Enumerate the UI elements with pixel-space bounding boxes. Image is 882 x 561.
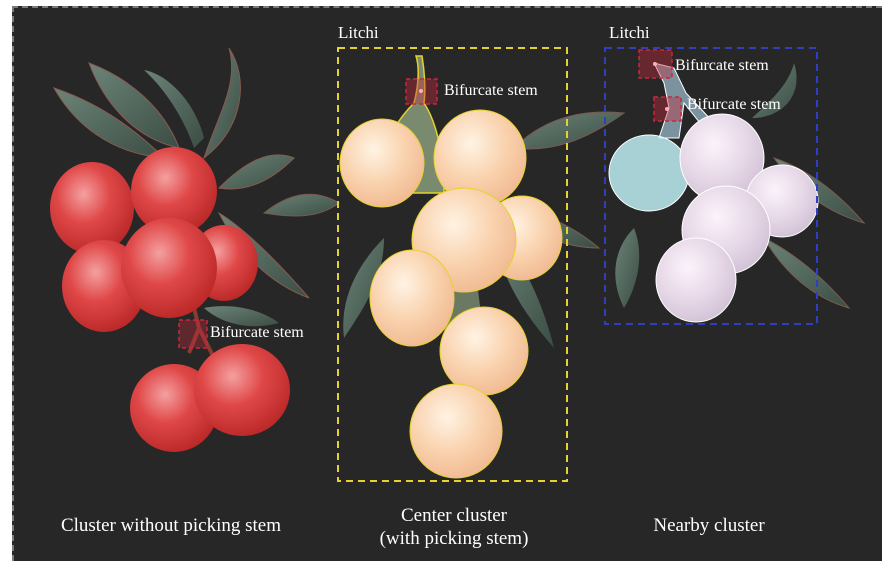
left-bifurcate-stem-label: Bifurcate stem [210,324,304,342]
center-litchi-title: Litchi [338,23,379,43]
center-caption-line-1: Center cluster [354,504,554,527]
litchi-fruit [50,162,134,254]
right-bifurcate-stem-label-1: Bifurcate stem [675,57,769,75]
bifurcate-stem-marker [179,320,207,348]
leaf [264,194,339,216]
right-bifurcate-stem-label-2: Bifurcate stem [687,96,781,114]
nearby-cluster [605,48,864,324]
leaf [514,112,624,149]
leaf [764,238,849,308]
leaf [204,48,240,158]
litchi-fruit [440,307,528,395]
litchi-fruit [656,238,736,322]
litchi-fruit [340,119,424,207]
center-cluster [264,48,624,481]
litchi-fruit [121,218,217,318]
left-caption: Cluster without picking stem [26,514,316,537]
center-caption-line-2: (with picking stem) [344,527,564,550]
litchi-fruit [194,344,290,436]
right-caption: Nearby cluster [614,514,804,537]
left-cluster [50,48,309,452]
leaf [219,155,294,189]
leaf [615,228,639,308]
center-bifurcate-stem-label: Bifurcate stem [444,82,538,100]
right-litchi-title: Litchi [609,23,650,43]
figure-panel: Litchi Bifurcate stem Litchi Bifurcate s… [12,6,882,561]
litchi-fruit [410,384,502,478]
litchi-fruit [370,250,454,346]
litchi-fruit [609,135,689,211]
